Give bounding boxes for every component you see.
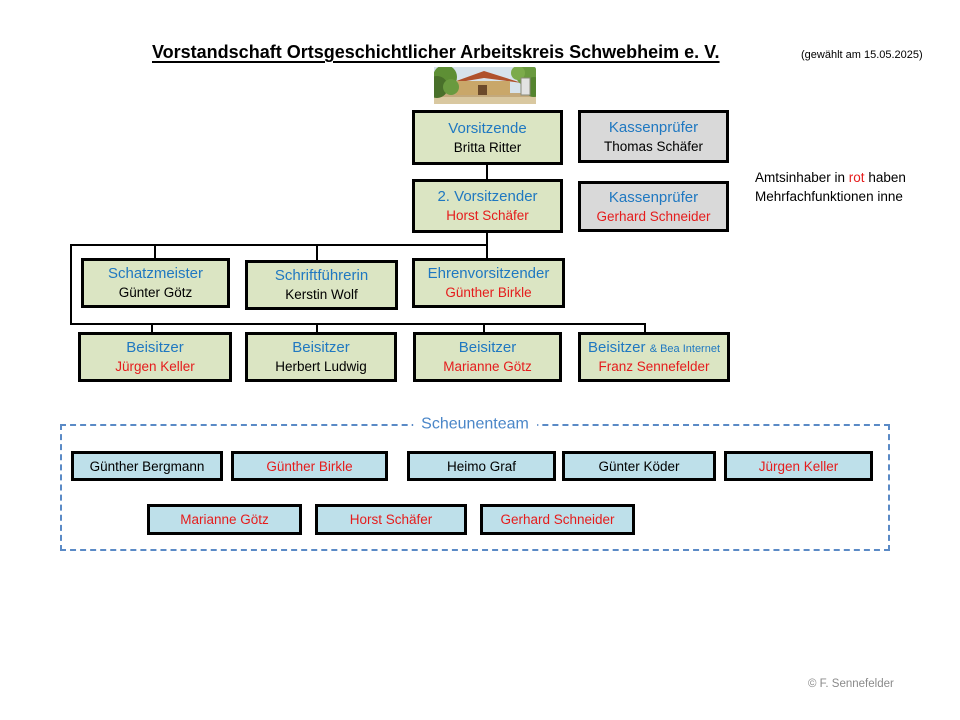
scheunenteam-member: Günter Köder (562, 451, 716, 481)
role-label: Beisitzer (126, 339, 184, 357)
person-name: Günther Birkle (445, 285, 532, 301)
connector-line (70, 246, 72, 323)
org-box-kassenpruefer-2: Kassenprüfer Gerhard Schneider (578, 181, 729, 232)
scheunenteam-group: Scheunenteam Günther Bergmann Günther Bi… (60, 415, 890, 551)
person-name: Herbert Ludwig (275, 359, 367, 375)
scheunenteam-title: Scheunenteam (413, 415, 537, 434)
village-barn-photo (426, 64, 544, 104)
elected-date-note: (gewählt am 15.05.2025) (801, 49, 923, 61)
org-box-schatzmeister: Schatzmeister Günter Götz (81, 258, 230, 308)
role-label: Vorsitzende (448, 119, 527, 137)
org-box-zweiter-vorsitzender: 2. Vorsitzender Horst Schäfer (412, 179, 563, 233)
person-name: Kerstin Wolf (285, 287, 358, 303)
role-label: Schriftführerin (274, 267, 369, 285)
org-box-kassenpruefer-1: Kassenprüfer Thomas Schäfer (578, 110, 729, 163)
scheunenteam-member: Günther Bergmann (71, 451, 223, 481)
scheunenteam-member: Heimo Graf (407, 451, 556, 481)
person-name: Thomas Schäfer (603, 138, 704, 154)
role-label: Beisitzer & Bea Internet (587, 339, 721, 357)
connector-line (486, 165, 488, 179)
connector-line (486, 246, 488, 258)
legend-line1: Amtsinhaber in rot haben (755, 170, 906, 185)
person-name: Marianne Götz (443, 359, 532, 375)
scheunenteam-member: Gerhard Schneider (480, 504, 635, 535)
org-box-beisitzer-3: Beisitzer Marianne Götz (413, 332, 562, 382)
scheunenteam-member: Günther Birkle (231, 451, 388, 481)
page-title: Vorstandschaft Ortsgeschichtlicher Arbei… (152, 42, 720, 62)
legend-note: Amtsinhaber in rot haben Mehrfachfunktio… (755, 168, 906, 206)
connector-line (151, 325, 153, 332)
connector-line (316, 325, 318, 332)
org-box-ehrenvorsitzender: Ehrenvorsitzender Günther Birkle (412, 258, 565, 308)
role-label: Schatzmeister (107, 265, 204, 283)
role-label: Kassenprüfer (608, 118, 699, 136)
person-name: Horst Schäfer (446, 208, 529, 224)
role-label: Beisitzer (292, 339, 350, 357)
org-box-schriftfuehrerin: Schriftführerin Kerstin Wolf (245, 260, 398, 310)
role-suffix: & Bea Internet (649, 343, 721, 356)
person-name: Günter Götz (118, 285, 193, 301)
connector-line (483, 325, 485, 332)
scheunenteam-member: Marianne Götz (147, 504, 302, 535)
role-label: 2. Vorsitzender (437, 188, 538, 206)
connector-line (70, 244, 488, 246)
org-box-beisitzer-4: Beisitzer & Bea Internet Franz Sennefeld… (578, 332, 730, 382)
connector-line (154, 246, 156, 258)
legend-highlight-rot: rot (848, 170, 865, 185)
org-box-beisitzer-1: Beisitzer Jürgen Keller (78, 332, 232, 382)
village-barn-photo-graphic (426, 64, 544, 104)
scheunenteam-member: Jürgen Keller (724, 451, 873, 481)
org-box-beisitzer-2: Beisitzer Herbert Ludwig (245, 332, 397, 382)
person-name: Jürgen Keller (115, 359, 195, 375)
legend-line2: Mehrfachfunktionen inne (755, 189, 903, 204)
role-label: Kassenprüfer (608, 188, 699, 206)
connector-line (316, 246, 318, 260)
connector-line (486, 233, 488, 246)
person-name: Gerhard Schneider (596, 208, 711, 224)
scheunenteam-member: Horst Schäfer (315, 504, 467, 535)
person-name: Franz Sennefelder (598, 359, 710, 375)
person-name: Britta Ritter (453, 139, 522, 155)
role-label: Ehrenvorsitzender (427, 265, 550, 283)
org-box-vorsitzende: Vorsitzende Britta Ritter (412, 110, 563, 165)
connector-line (70, 323, 646, 325)
author-credit: © F. Sennefelder (808, 678, 894, 690)
connector-line (644, 325, 646, 332)
role-label: Beisitzer (458, 339, 517, 357)
